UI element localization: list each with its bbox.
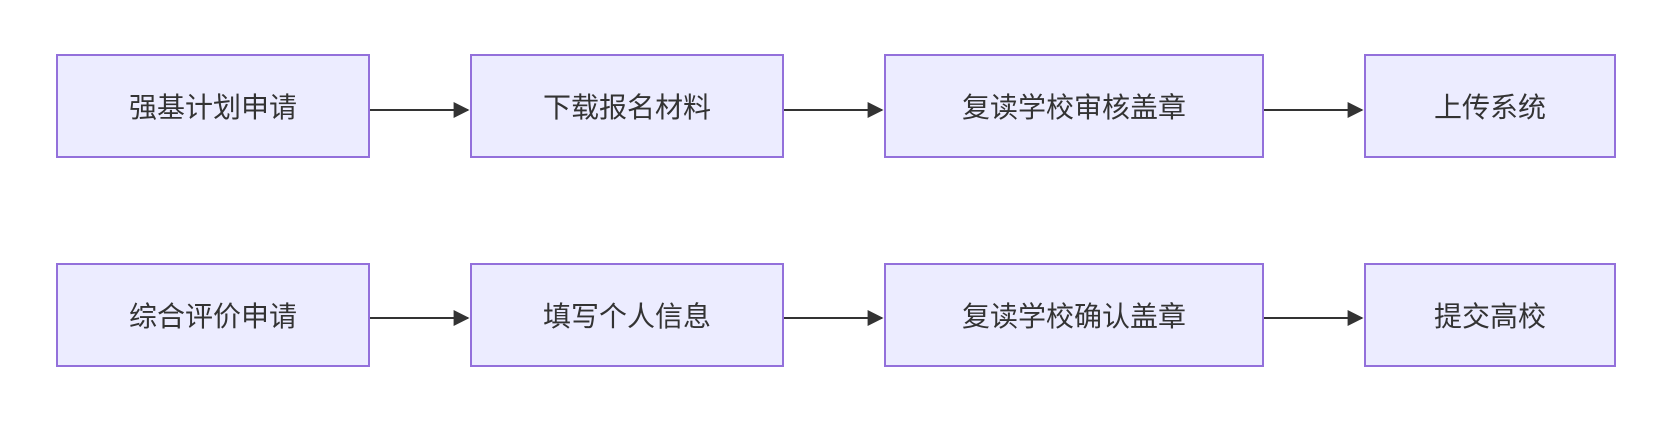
node-label: 填写个人信息: [542, 300, 711, 333]
process-node: 填写个人信息: [470, 263, 784, 367]
node-label: 复读学校确认盖章: [961, 300, 1186, 333]
process-node: 提交高校: [1364, 263, 1616, 367]
process-node: 上传系统: [1364, 54, 1616, 158]
node-label: 综合评价申请: [128, 300, 297, 333]
node-label: 提交高校: [1433, 300, 1546, 333]
process-node: 复读学校审核盖章: [884, 54, 1264, 158]
process-node: 综合评价申请: [56, 263, 370, 367]
process-node: 强基计划申请: [56, 54, 370, 158]
node-label: 强基计划申请: [128, 91, 297, 124]
node-label: 下载报名材料: [542, 91, 711, 124]
process-node: 复读学校确认盖章: [884, 263, 1264, 367]
process-node: 下载报名材料: [470, 54, 784, 158]
node-label: 上传系统: [1433, 91, 1546, 124]
node-label: 复读学校审核盖章: [961, 91, 1186, 124]
